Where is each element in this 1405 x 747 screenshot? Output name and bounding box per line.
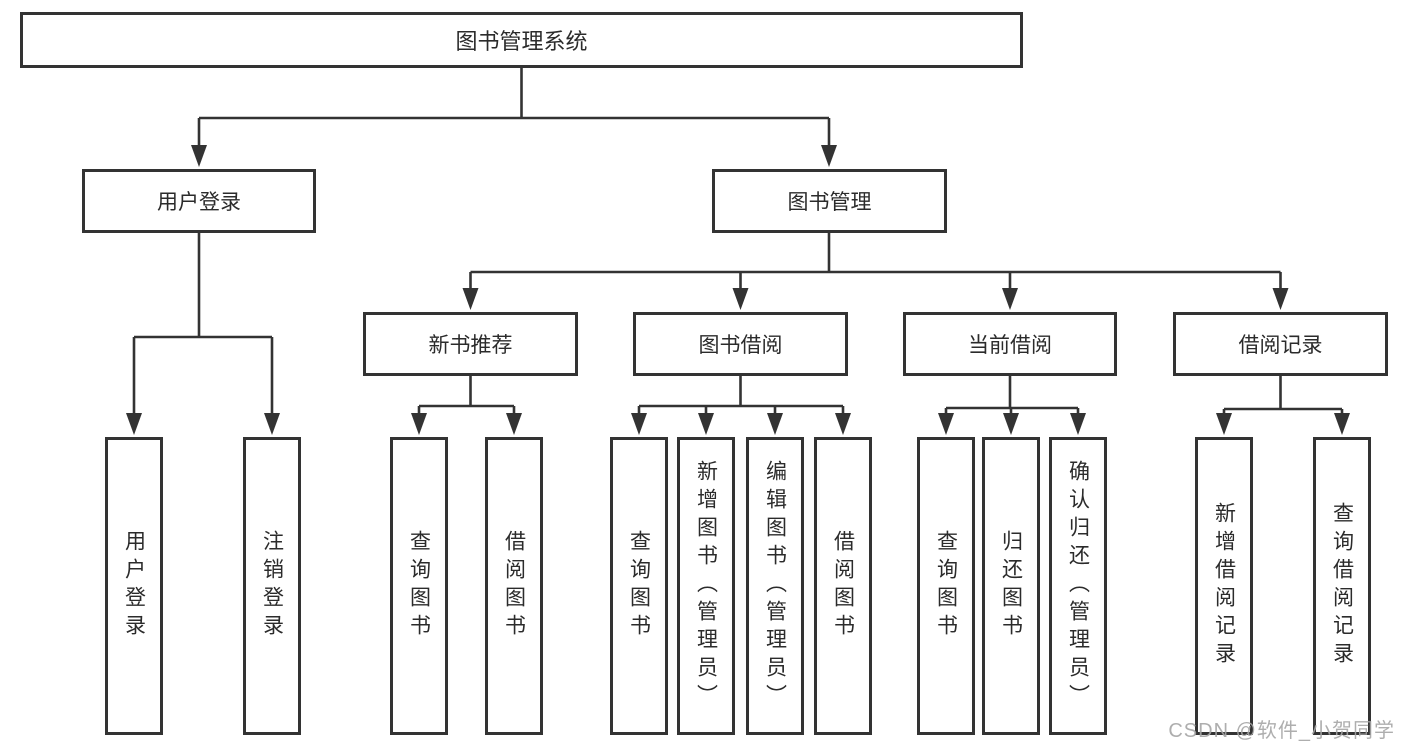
node-label: 新书推荐	[428, 334, 513, 357]
node-root-library-management-system: 图书管理系统	[20, 12, 1023, 68]
node-label: 图书管理	[787, 191, 872, 214]
node-borrow-records: 借阅记录	[1173, 312, 1388, 376]
leaf-edit-books-admin: 编辑图书（管理员）	[746, 437, 804, 735]
leaf-return-books: 归还图书	[982, 437, 1040, 735]
node-label: 新增图书（管理员）	[694, 460, 718, 712]
node-label: 用户登录	[122, 530, 146, 642]
leaf-add-books-admin: 新增图书（管理员）	[677, 437, 735, 735]
node-label: 查询图书	[934, 530, 958, 642]
node-label: 借阅图书	[502, 530, 526, 642]
leaf-query-books-current: 查询图书	[917, 437, 975, 735]
node-label: 新增借阅记录	[1212, 502, 1236, 670]
node-label: 查询借阅记录	[1330, 502, 1354, 670]
leaf-borrow-books: 借阅图书	[814, 437, 872, 735]
leaf-logout: 注销登录	[243, 437, 301, 735]
node-label: 编辑图书（管理员）	[763, 460, 787, 712]
node-user-login: 用户登录	[82, 169, 316, 233]
node-label: 当前借阅	[968, 334, 1052, 357]
node-label: 借阅记录	[1238, 334, 1323, 357]
leaf-confirm-return-admin: 确认归还（管理员）	[1049, 437, 1107, 735]
node-book-borrow: 图书借阅	[633, 312, 848, 376]
leaf-query-borrow-record: 查询借阅记录	[1313, 437, 1371, 735]
leaf-query-books-borrow: 查询图书	[610, 437, 668, 735]
node-label: 用户登录	[157, 191, 241, 214]
node-label: 注销登录	[260, 530, 284, 642]
node-label: 借阅图书	[831, 530, 855, 642]
leaf-query-books-recommend: 查询图书	[390, 437, 448, 735]
node-current-borrow: 当前借阅	[903, 312, 1117, 376]
leaf-add-borrow-record: 新增借阅记录	[1195, 437, 1253, 735]
node-label: 归还图书	[999, 530, 1023, 642]
node-label: 确认归还（管理员）	[1066, 460, 1090, 712]
node-book-management: 图书管理	[712, 169, 947, 233]
node-label: 图书管理系统	[455, 29, 588, 54]
leaf-borrow-books-recommend: 借阅图书	[485, 437, 543, 735]
csdn-watermark: CSDN @软件_小贺同学	[1168, 720, 1395, 742]
leaf-user-login: 用户登录	[105, 437, 163, 735]
node-new-book-recommend: 新书推荐	[363, 312, 578, 376]
node-label: 图书借阅	[698, 334, 783, 357]
node-label: 查询图书	[627, 530, 651, 642]
node-label: 查询图书	[407, 530, 431, 642]
